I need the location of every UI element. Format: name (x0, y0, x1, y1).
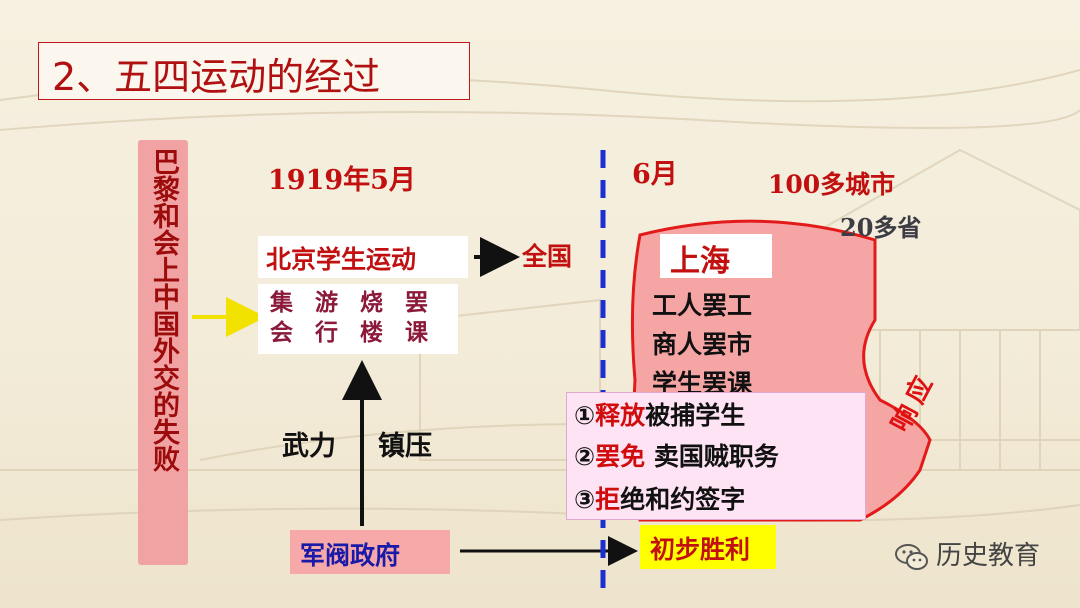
beijing-box (258, 236, 468, 278)
date-june: 6月 (632, 159, 678, 190)
result-item-1: ①释放被捕学生 (574, 396, 745, 432)
shanghai-box (660, 234, 772, 278)
result-item-3: ③拒绝和约签字 (574, 480, 745, 516)
stat-provinces: 20多省 (840, 213, 922, 242)
suppression-right: 镇压 (378, 431, 432, 462)
cause-text: 巴黎和会上中国外交的失败 (148, 148, 179, 472)
action-char: 罢 (405, 290, 428, 316)
victory-box (640, 525, 776, 569)
result-num: ① (574, 401, 596, 430)
strike-merchants: 商人罢市 (652, 330, 753, 359)
wechat-icon (894, 543, 928, 570)
suppression-left: 武力 (282, 431, 336, 462)
government-box (290, 530, 450, 574)
actions-box (258, 284, 458, 354)
cause-bar (138, 140, 188, 565)
results-panel (566, 392, 866, 520)
logo-text: 历史教育 (935, 541, 1040, 571)
action-char: 楼 (360, 320, 383, 346)
action-char: 行 (315, 320, 338, 346)
result-num: ③ (574, 485, 596, 514)
title-box (38, 42, 470, 100)
result-keyword: 罢免 (595, 442, 646, 471)
government-label: 军阀政府 (300, 541, 401, 570)
result-rest: 卖国贼职务 (645, 442, 779, 471)
action-char: 集 (270, 290, 293, 316)
result-keyword: 拒 (595, 485, 621, 514)
date-may: 1919年5月 (268, 165, 416, 196)
result-rest: 被捕学生 (645, 401, 746, 430)
action-char: 游 (315, 290, 338, 316)
action-char: 课 (405, 320, 428, 346)
strike-workers: 工人罢工 (652, 291, 753, 320)
action-char: 会 (270, 320, 293, 346)
victory-label: 初步胜利 (650, 535, 751, 564)
beijing-label: 北京学生运动 (266, 245, 417, 274)
result-num: ② (574, 442, 596, 471)
nation-label: 全国 (522, 242, 573, 271)
result-rest: 绝和约签字 (620, 485, 746, 514)
actions-grid: 集 游 烧 罢 会 行 楼 课 (270, 288, 428, 348)
page-title: 2、五四运动的经过 (52, 55, 381, 99)
result-item-2: ②罢免 卖国贼职务 (574, 437, 779, 473)
shanghai-label: 上海 (670, 244, 730, 279)
stat-cities: 100多城市 (768, 170, 896, 199)
logo: 历史教育 (894, 535, 1040, 572)
action-char: 烧 (360, 290, 383, 316)
result-keyword: 释放 (595, 401, 646, 430)
